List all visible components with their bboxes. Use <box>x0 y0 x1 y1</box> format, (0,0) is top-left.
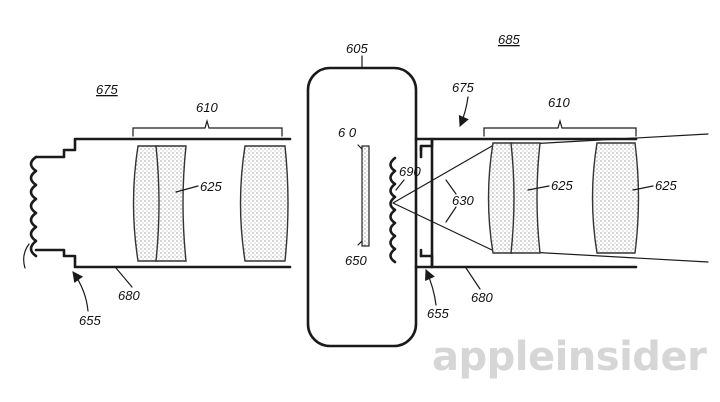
lens-right-2 <box>510 142 541 254</box>
watermark-text: appleinsider <box>432 334 707 380</box>
left-lens-attachment <box>23 118 292 269</box>
fig-label-left: 675 <box>96 82 118 97</box>
label-lens-left: 625 <box>200 179 222 194</box>
lens-left-3 <box>239 145 289 262</box>
label-cone: 630 <box>452 193 474 208</box>
lens-right-3 <box>591 142 640 254</box>
image-sensor <box>361 145 370 247</box>
fig-label-right: 685 <box>498 32 520 47</box>
lens-right-1 <box>487 142 517 254</box>
label-tube-left: 680 <box>118 288 140 303</box>
left-scalloped-face <box>29 155 38 258</box>
label-lens-right-a: 625 <box>551 178 573 193</box>
right-scalloped-face <box>389 156 397 264</box>
label-cover: 690 <box>399 164 421 179</box>
label-arrow-right: 675 <box>452 80 474 95</box>
label-lens-group-right: 610 <box>548 95 570 110</box>
lens-left-1 <box>132 145 162 262</box>
label-lens-right-b: 625 <box>655 178 677 193</box>
left-tube-body <box>34 137 292 269</box>
label-tube-right: 680 <box>471 290 493 305</box>
right-lens-attachment <box>392 118 709 269</box>
left-bracket <box>132 118 283 137</box>
label-sensor-bottom: 650 <box>345 253 367 268</box>
right-bracket <box>483 118 637 137</box>
label-lens-group-left: 610 <box>196 100 218 115</box>
device-housing <box>306 66 434 348</box>
label-housing: 605 <box>346 41 368 56</box>
label-mount-right: 655 <box>427 306 449 321</box>
label-mount-left: 655 <box>79 313 101 328</box>
lens-left-2 <box>155 145 187 262</box>
label-sensor-top: 6 0 <box>338 125 357 140</box>
